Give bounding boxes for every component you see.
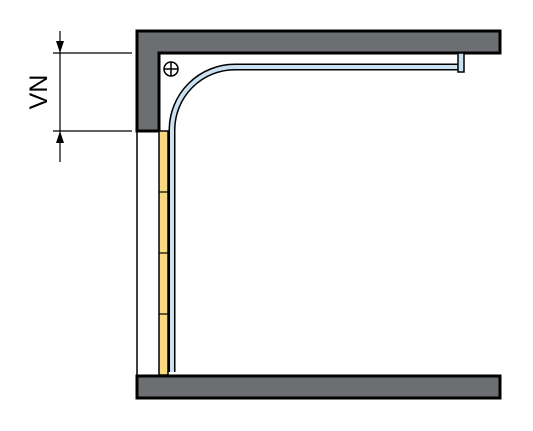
dimension-arrow-bottom <box>56 131 64 143</box>
door-track-fill <box>170 65 461 372</box>
screw-icon <box>163 61 179 77</box>
dimension-arrow-top <box>56 41 64 53</box>
floor-slab <box>135 374 502 400</box>
track-end-stop <box>457 52 465 73</box>
dimension-label-vn: VN <box>25 75 53 110</box>
door-track <box>168 63 461 372</box>
